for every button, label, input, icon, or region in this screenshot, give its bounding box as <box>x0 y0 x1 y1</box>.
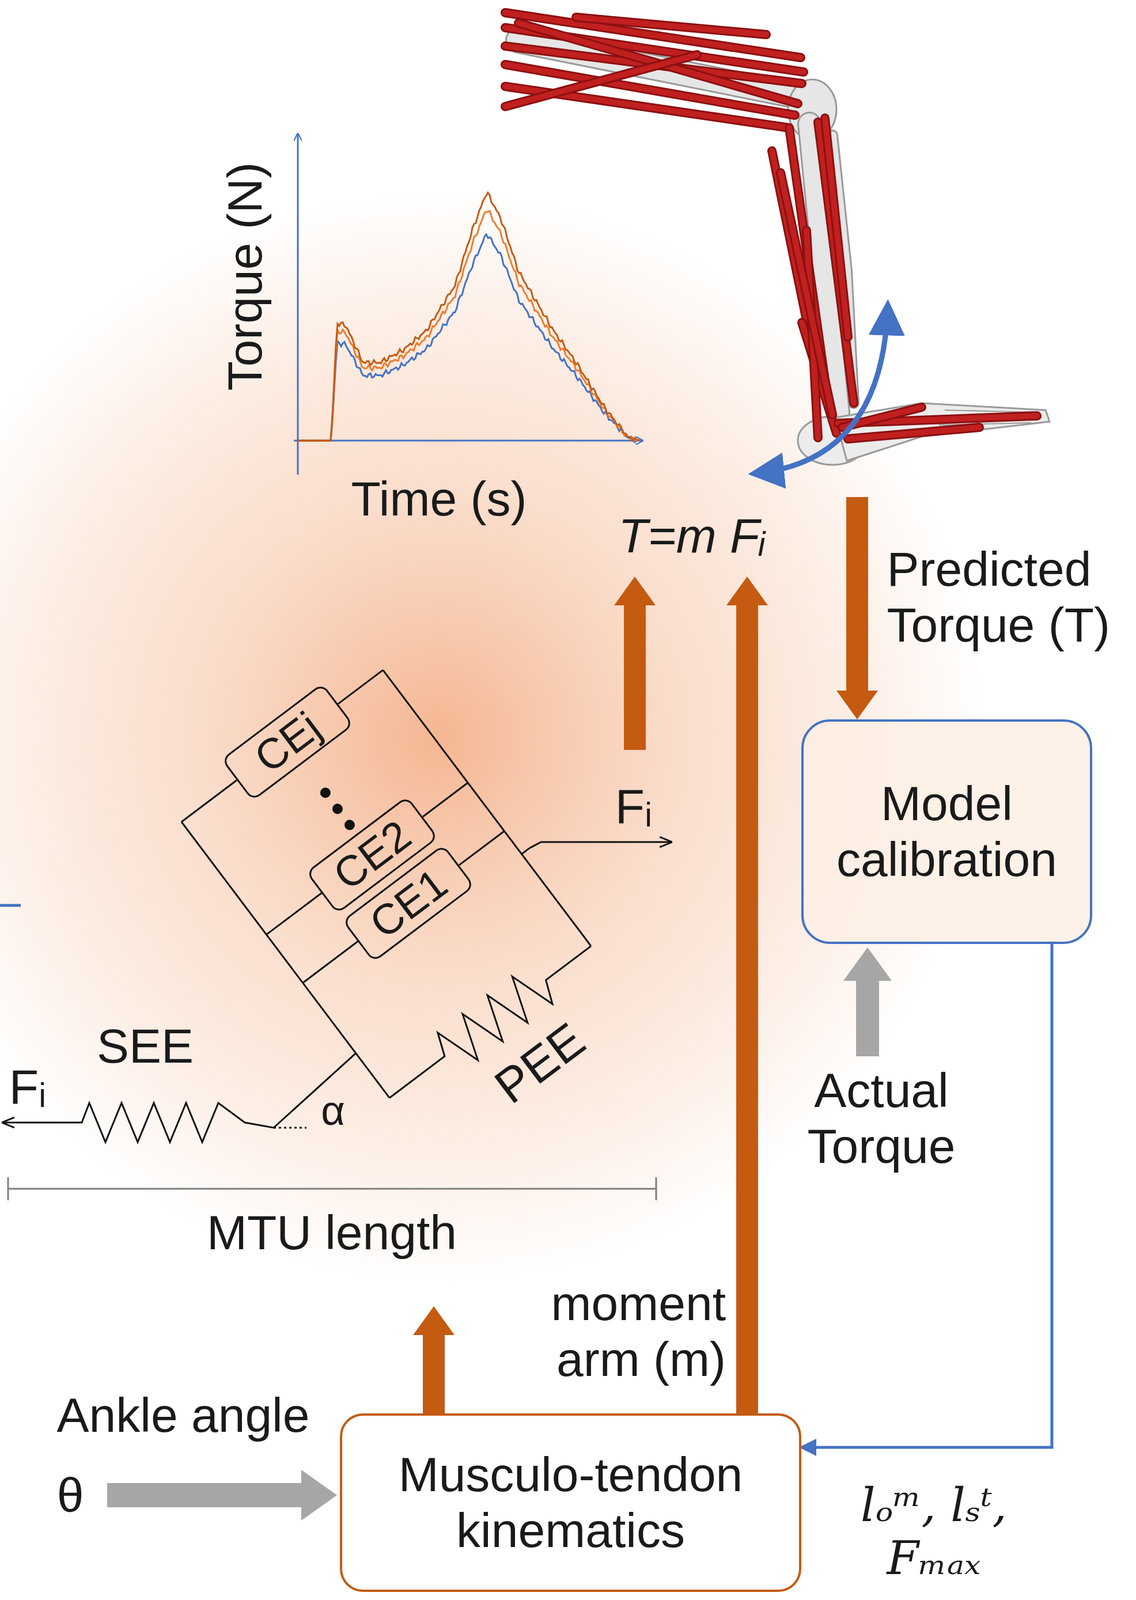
torque-curve <box>297 210 641 441</box>
dimension-label: MTU length <box>206 1205 457 1262</box>
torque-plot <box>293 133 643 475</box>
ankle-rotation-arrow <box>755 306 888 474</box>
predicted-torque-arrow <box>836 497 878 720</box>
flow-label: Predicted Torque (T) <box>887 541 1132 653</box>
flow-label: Actual Torque <box>792 1062 971 1175</box>
hill-muscle-model <box>181 664 613 1117</box>
mtu-length-arrow <box>413 1306 455 1414</box>
force-arrow <box>614 576 656 751</box>
torque-curve <box>297 192 641 441</box>
input-symbol: θ <box>57 1467 85 1524</box>
equation-label: T=m Fᵢ <box>618 508 766 564</box>
force-symbol: Fᵢ <box>615 778 653 835</box>
actual-torque-arrow <box>843 947 892 1057</box>
angle-symbol: α <box>320 1087 346 1135</box>
input-label: Ankle angle <box>57 1387 310 1444</box>
parameter-label: lₒᵐ, lₛᵗ, Fₘₐₓ <box>830 1479 1038 1586</box>
pennation-reference <box>273 1127 307 1130</box>
axis-label: Time (s) <box>351 471 528 528</box>
node-text: Musculo-tendon kinematics <box>359 1447 782 1559</box>
force-symbol: Fᵢ <box>9 1059 47 1116</box>
node-text: Model calibration <box>820 775 1073 888</box>
process-box: Musculo-tendon kinematics <box>339 1413 802 1593</box>
x-axis <box>293 440 643 442</box>
y-axis <box>297 133 299 475</box>
element-label: SEE <box>96 1018 194 1075</box>
mtu-length-bracket <box>8 1177 657 1201</box>
flow-label: moment arm (m) <box>529 1275 726 1388</box>
ankle-angle-arrow <box>107 1470 337 1521</box>
edge-fragment <box>0 904 21 908</box>
force-output-arrow <box>529 842 672 849</box>
leg-model <box>505 12 1050 465</box>
calibration-feedback-line <box>802 944 1052 1448</box>
process-box: Model calibration <box>801 719 1093 945</box>
axis-label: Torque (N) <box>217 162 274 392</box>
moment-arm-arrow <box>726 576 768 1414</box>
